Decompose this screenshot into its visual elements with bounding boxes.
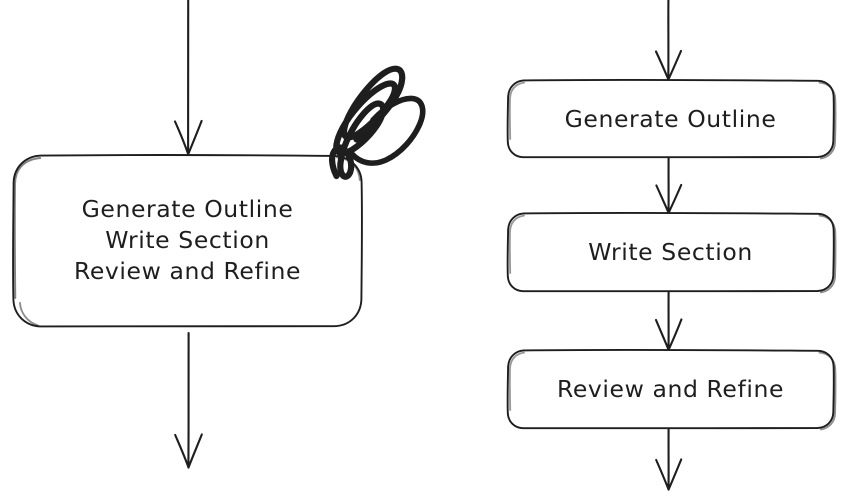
left-merged-node[interactable] <box>12 153 363 328</box>
right-arrow-2-3 <box>654 290 683 351</box>
right-arrow-1-2 <box>655 156 683 214</box>
scribble <box>329 65 426 180</box>
right-arrow-out <box>655 427 683 491</box>
right-arrow-in <box>654 0 683 81</box>
right-node-3[interactable] <box>506 348 837 431</box>
left-arrow-in <box>173 0 203 156</box>
right-node-1[interactable] <box>506 78 837 160</box>
right-node-2[interactable] <box>506 211 837 294</box>
left-arrow-out <box>174 331 203 469</box>
